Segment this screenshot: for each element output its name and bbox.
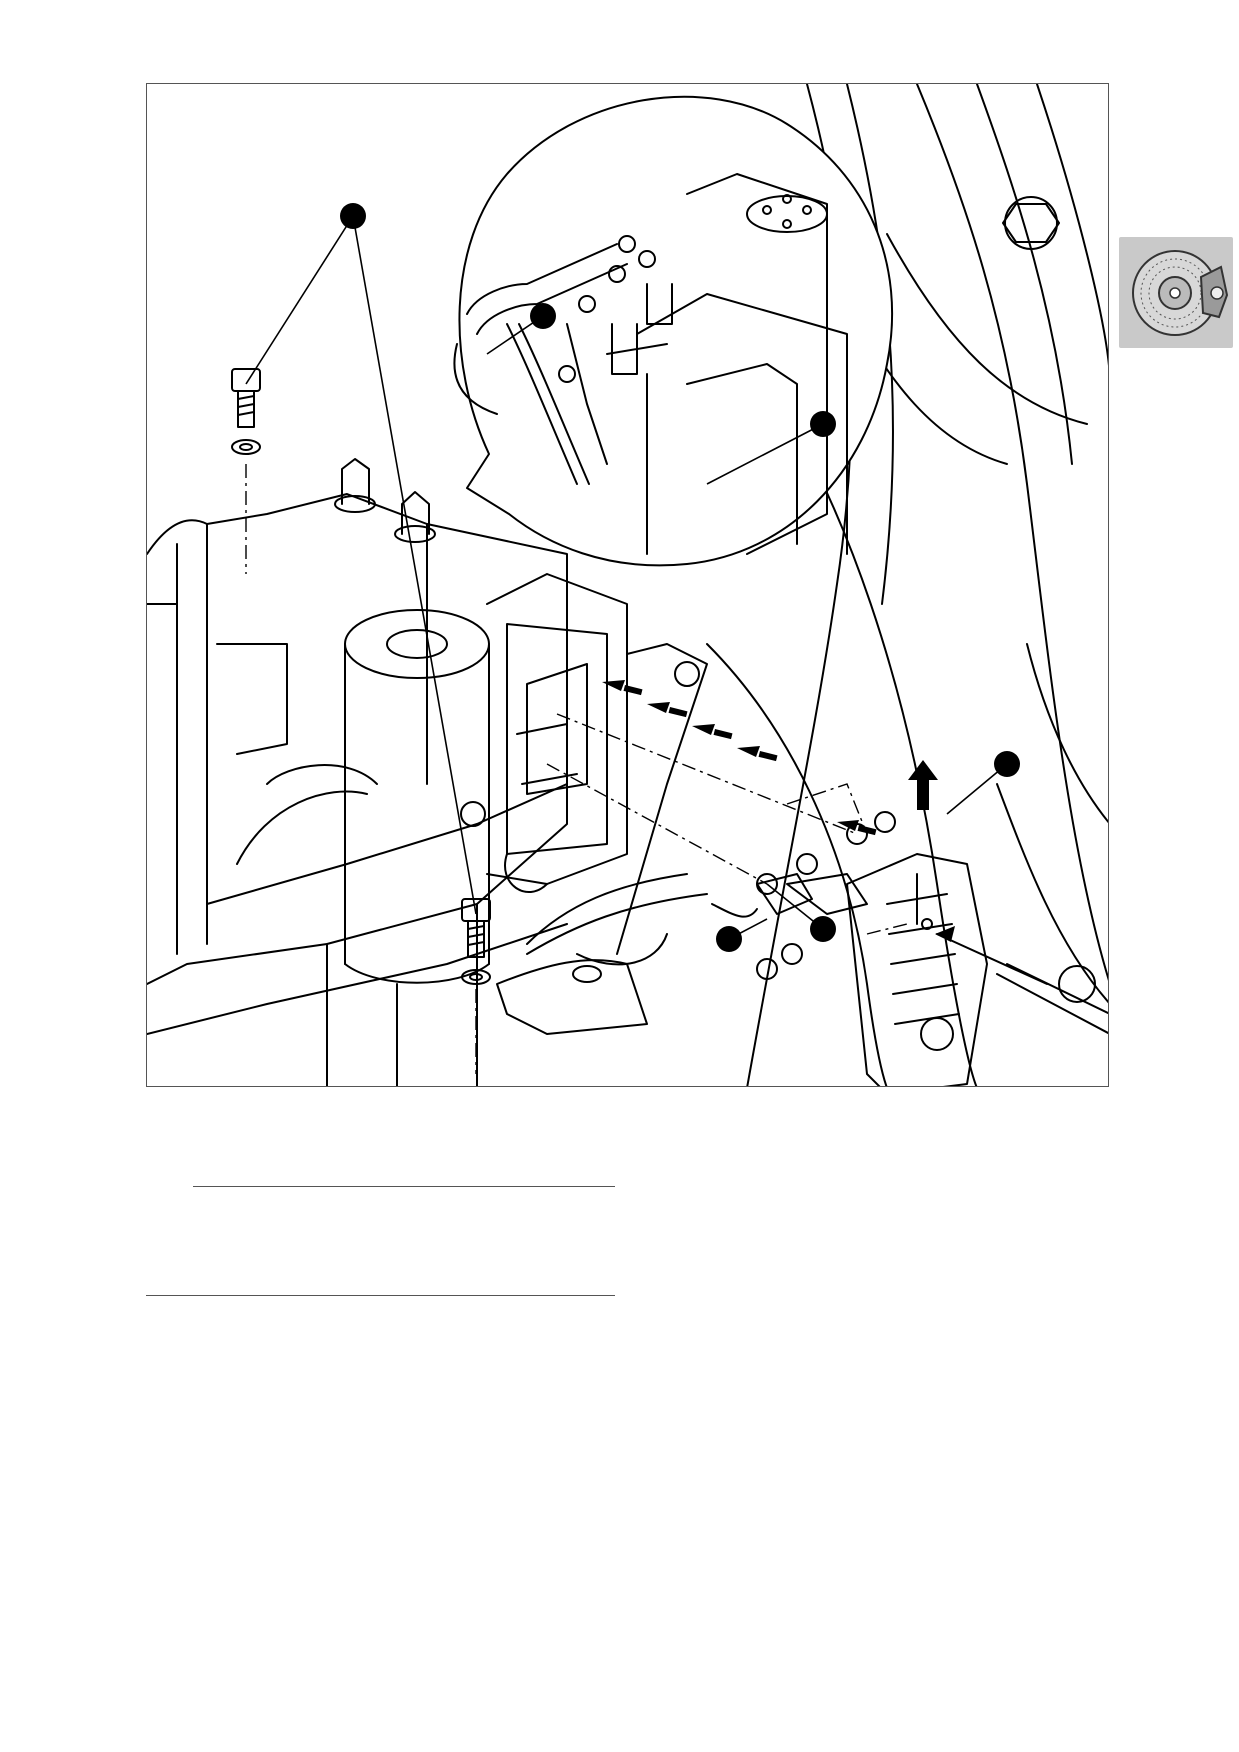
technical-illustration xyxy=(146,83,1109,1087)
callout-marker xyxy=(340,203,366,229)
brake-disc-icon xyxy=(1132,250,1229,336)
frame-bolt-top xyxy=(1002,196,1060,250)
assembly-lines xyxy=(245,464,908,1074)
connector-housing xyxy=(486,573,628,894)
mounting-bolt-bottom xyxy=(461,898,491,985)
detail-pipe-fittings xyxy=(558,235,673,383)
caption-rule-top xyxy=(193,1186,615,1187)
connector-plug xyxy=(711,873,813,918)
wire-harness xyxy=(236,764,708,955)
callout-marker xyxy=(994,751,1020,777)
connector-cover xyxy=(846,853,988,1086)
section-tab-brakes xyxy=(1119,237,1233,348)
callout-marker xyxy=(530,303,556,329)
terminal-hardware xyxy=(756,811,896,980)
detail-callout-bubble xyxy=(458,95,894,567)
callout-marker xyxy=(810,411,836,437)
frame-bolt-bottom xyxy=(920,965,1096,1051)
pump-motor-cylinder xyxy=(344,609,490,984)
abs-exploded-drawing xyxy=(147,84,1108,1086)
detail-brake-pipes xyxy=(453,243,628,485)
mounting-bolt-top xyxy=(231,368,261,455)
mounting-arm xyxy=(496,643,708,1035)
housing-caps xyxy=(334,458,436,543)
insertion-arrows xyxy=(602,680,955,942)
abs-module-housing xyxy=(147,493,568,1086)
callout-marker xyxy=(716,926,742,952)
callout-markers xyxy=(340,203,1020,952)
callout-marker xyxy=(810,916,836,942)
caption-rule-bottom xyxy=(146,1295,615,1296)
leader-lines xyxy=(245,215,1008,940)
screwdriver xyxy=(936,933,1108,1035)
